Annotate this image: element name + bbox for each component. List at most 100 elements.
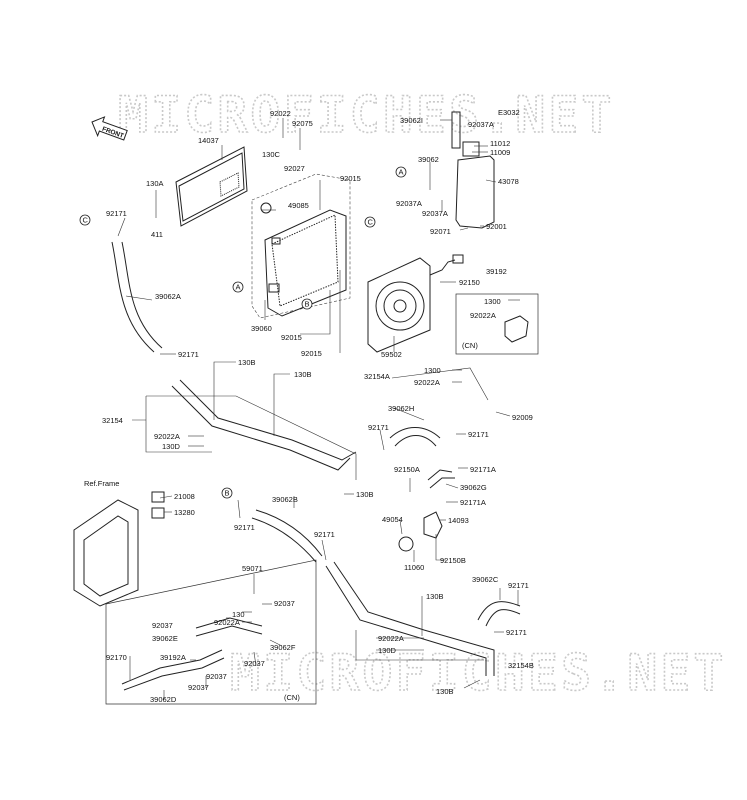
callout-b-radiator: B bbox=[301, 298, 313, 310]
svg-text:B: B bbox=[225, 489, 230, 498]
label-130b-e: 130B bbox=[436, 687, 454, 696]
label-92009: 92009 bbox=[512, 413, 533, 422]
radiator-outline bbox=[251, 173, 351, 319]
label-11012: 11012 bbox=[490, 139, 510, 148]
label-39062: 39062 bbox=[418, 155, 439, 164]
reserve-tank bbox=[451, 111, 495, 229]
label-411: 411 bbox=[151, 230, 163, 239]
label-49085: 49085 bbox=[288, 201, 309, 210]
label-92171-a: 92171 bbox=[106, 209, 127, 218]
label-130b-d: 130B bbox=[426, 592, 444, 601]
label-e3032: E3032 bbox=[498, 108, 520, 117]
label-92015-c: 92015 bbox=[301, 349, 322, 358]
callout-c-top: C bbox=[79, 214, 91, 226]
callout-c-radiator: C bbox=[364, 216, 376, 228]
label-92171-c: 92171 bbox=[368, 423, 389, 432]
label-43078: 43078 bbox=[498, 177, 519, 186]
label-14093: 14093 bbox=[448, 516, 469, 525]
svg-text:A: A bbox=[236, 283, 241, 292]
water-pump bbox=[423, 511, 443, 539]
label-39062a: 39062A bbox=[155, 292, 181, 301]
label-92027: 92027 bbox=[284, 164, 305, 173]
thermostat-box bbox=[455, 293, 539, 355]
label-92171-b: 92171 bbox=[178, 350, 199, 359]
label-11060: 11060 bbox=[404, 563, 424, 572]
label-92171a-3: 92171A bbox=[460, 498, 486, 507]
label-92171-h: 92171 bbox=[506, 628, 527, 637]
svg-text:C: C bbox=[83, 216, 89, 225]
label-92171-d: 92171 bbox=[468, 430, 489, 439]
label-92037a-1: 92037A bbox=[396, 199, 422, 208]
label-39060: 39060 bbox=[251, 324, 272, 333]
label-92022a-c: 92022A bbox=[414, 378, 440, 387]
label-39062e: 39062E bbox=[152, 634, 178, 643]
label-130b-a: 130B bbox=[238, 358, 256, 367]
label-92150a: 92150A bbox=[394, 465, 420, 474]
radiator-screen bbox=[175, 146, 248, 227]
label-92022: 92022 bbox=[270, 109, 291, 118]
label-59502: 59502 bbox=[381, 350, 402, 359]
frame bbox=[73, 491, 165, 607]
label-1300-b: 1300 bbox=[424, 366, 441, 375]
label-92037-b: 92037 bbox=[152, 621, 173, 630]
watermark-top: MICROFICHES.NET bbox=[118, 86, 615, 144]
svg-text:B: B bbox=[305, 300, 310, 309]
watermark-bottom: MICROFICHES.NET bbox=[230, 644, 727, 702]
label-92022a-e: 92022A bbox=[378, 634, 404, 643]
label-39062i: 39062I bbox=[400, 116, 423, 125]
label-92022a-b: 92022A bbox=[154, 432, 180, 441]
label-39062c: 39062C bbox=[472, 575, 499, 584]
label-cn-bottom: (CN) bbox=[284, 693, 300, 702]
label-130b-b: 130B bbox=[294, 370, 312, 379]
label-32154b: 32154B bbox=[508, 661, 534, 670]
label-92171a-2: 92171A bbox=[470, 465, 496, 474]
hose-39062h bbox=[389, 427, 441, 447]
svg-text:A: A bbox=[399, 168, 404, 177]
hose-39062g bbox=[427, 469, 455, 489]
label-13280: 13280 bbox=[174, 508, 195, 517]
label-92071: 92071 bbox=[430, 227, 451, 236]
label-39192: 39192 bbox=[486, 267, 507, 276]
label-39062f: 39062F bbox=[270, 643, 296, 652]
radiator bbox=[260, 202, 347, 317]
label-39062d: 39062D bbox=[150, 695, 177, 704]
label-59071: 59071 bbox=[242, 564, 263, 573]
label-92037-c: 92037 bbox=[244, 659, 265, 668]
label-130d-b: 130D bbox=[378, 646, 397, 655]
label-92150: 92150 bbox=[459, 278, 480, 287]
callout-b-lower: B bbox=[221, 487, 233, 499]
leader-lines bbox=[117, 118, 520, 700]
label-ref-frame: Ref.Frame bbox=[84, 479, 119, 488]
hose-39062a bbox=[111, 241, 163, 353]
label-92015-a: 92015 bbox=[340, 174, 361, 183]
label-39062b: 39062B bbox=[272, 495, 298, 504]
label-130c: 130C bbox=[262, 150, 281, 159]
label-130: 130 bbox=[232, 610, 245, 619]
hose-39062b bbox=[251, 509, 323, 563]
label-92171-f: 92171 bbox=[314, 530, 335, 539]
thermostat-housing bbox=[504, 315, 529, 343]
label-92022a-d: 92022A bbox=[214, 618, 240, 627]
label-92037a-2: 92037A bbox=[422, 209, 448, 218]
label-130d-a: 130D bbox=[162, 442, 181, 451]
label-39192a: 39192A bbox=[160, 653, 186, 662]
label-130b-c: 130B bbox=[356, 490, 374, 499]
label-49054: 49054 bbox=[382, 515, 403, 524]
label-92015-b: 92015 bbox=[281, 333, 302, 342]
cn-inset-box bbox=[105, 559, 317, 705]
label-92037a-3: 92037A bbox=[468, 120, 494, 129]
label-92171-e: 92171 bbox=[234, 523, 255, 532]
label-39062g: 39062G bbox=[460, 483, 487, 492]
label-92075: 92075 bbox=[292, 119, 313, 128]
label-32154: 32154 bbox=[102, 416, 123, 425]
hose-39062d bbox=[121, 649, 225, 691]
fan-assembly bbox=[367, 254, 464, 353]
label-92170: 92170 bbox=[106, 653, 127, 662]
hose-39062c bbox=[477, 601, 521, 627]
label-92171-g: 92171 bbox=[508, 581, 529, 590]
label-21008: 21008 bbox=[174, 492, 195, 501]
label-92037-a: 92037 bbox=[274, 599, 295, 608]
label-cn-top: (CN) bbox=[462, 341, 478, 350]
label-92001: 92001 bbox=[486, 222, 507, 231]
